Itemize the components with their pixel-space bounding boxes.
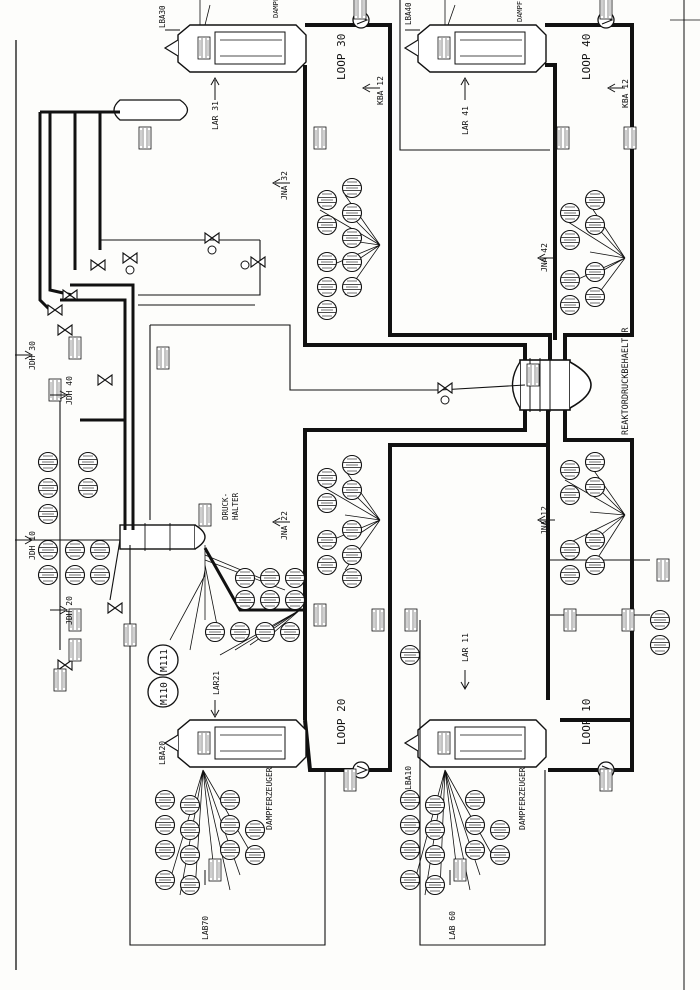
label-lba10: LBA10 [404,766,413,790]
label-loop-10: LOOP 10 [580,699,593,745]
label-m111: M111 [159,649,170,672]
label-lar11: LAR 11 [461,633,470,662]
label-lar31: LAR 31 [211,101,220,130]
steam-generator-30 [163,24,307,73]
label-loop-20: LOOP 20 [335,699,348,745]
label-lab60: LAB 60 [448,911,457,940]
label-lba20: LBA20 [158,741,167,765]
label-lba40: LBA40 [404,2,413,25]
label-lab70: LAB70 [201,916,210,940]
label-loop-40: LOOP 40 [580,34,593,80]
label-jna12: JNA 12 [540,506,549,535]
label-lar21: LAR21 [212,671,221,695]
label-steam-gen-30: DAMPF [272,0,280,18]
label-steam-gen-40: DAMPF [516,1,524,22]
steam-generator-10 [403,719,547,768]
steam-generator-40 [403,24,547,73]
label-kba12-right: KBA 12 [621,79,630,108]
label-loop-30: LOOP 30 [335,34,348,80]
label-jdh30: JDH 30 [28,341,37,370]
label-jdh20: JDH 20 [65,596,74,625]
label-m110: M110 [159,682,170,705]
motor-m110 [147,676,179,708]
label-reactor-vessel: REAKTORDRUCKBEHAELTER [621,327,631,435]
label-steam-gen-10: DAMPFERZEUGER [518,767,527,830]
label-jna42: JNA 42 [540,243,549,272]
label-steam-gen-20: DAMPFERZEUGER [265,767,274,830]
relief-tank [113,99,189,121]
label-jdh10: JDH 10 [28,531,37,560]
motor-m111 [147,644,179,676]
label-jna22: JNA 22 [280,511,289,540]
label-lba30: LBA30 [158,5,167,28]
label-kba12-top: KBA 12 [376,76,385,105]
label-druckhalter-1: DRUCK- [221,493,230,520]
label-druckhalter-2: HALTER [231,492,240,520]
label-lar41: LAR 41 [461,106,470,135]
label-jna32: JNA 32 [280,171,289,200]
steam-generator-20 [163,719,307,768]
label-jdh40: JDH 40 [65,376,74,405]
